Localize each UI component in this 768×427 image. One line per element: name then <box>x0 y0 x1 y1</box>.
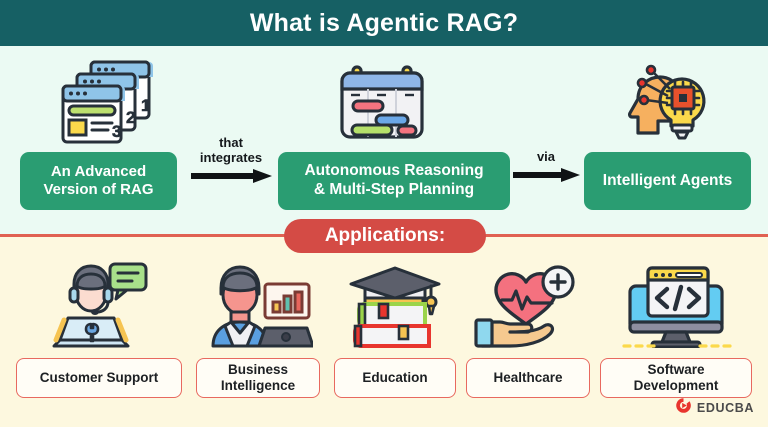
page-title: What is Agentic RAG? <box>249 8 519 37</box>
flow-node-reasoning[interactable]: Autonomous Reasoning & Multi-Step Planni… <box>278 152 510 210</box>
application-label-business-intelligence: Business Intelligence <box>196 358 320 398</box>
educba-play-circle-icon <box>675 397 692 419</box>
monitor-code-icon <box>618 262 734 348</box>
flow-node-agents[interactable]: Intelligent Agents <box>584 152 751 210</box>
svg-text:3: 3 <box>112 122 121 141</box>
application-label-software-development: Software Development <box>600 358 752 398</box>
flow-node-rag-label: An Advanced Version of RAG <box>43 162 154 198</box>
graduation-cap-books-icon <box>343 262 447 348</box>
brain-lightbulb-chip-icon <box>618 55 718 150</box>
svg-text:1: 1 <box>141 96 150 115</box>
applications-banner: Applications: <box>284 219 486 253</box>
application-label-healthcare: Healthcare <box>466 358 590 398</box>
hand-heart-pulse-icon <box>474 262 582 348</box>
flow-connector-1-label: that integrates <box>199 135 263 165</box>
flow-connector-2: via <box>510 149 582 182</box>
flow-node-agents-label: Intelligent Agents <box>602 171 733 189</box>
support-agent-headset-icon <box>44 262 154 348</box>
flow-node-reasoning-label: Autonomous Reasoning & Multi-Step Planni… <box>304 162 484 198</box>
application-label-education: Education <box>334 358 456 398</box>
stacked-documents-icon: 1 2 3 <box>58 58 162 149</box>
application-label-customer-support: Customer Support <box>16 358 182 398</box>
arrow-right-icon <box>186 168 276 183</box>
flow-connector-2-label: via <box>536 149 556 164</box>
applications-banner-label: Applications: <box>324 225 446 246</box>
application-card-customer-support[interactable]: Customer Support <box>16 262 182 398</box>
application-card-healthcare[interactable]: Healthcare <box>466 262 590 398</box>
application-card-business-intelligence[interactable]: Business Intelligence <box>196 262 320 398</box>
flow-node-rag[interactable]: An Advanced Version of RAG <box>20 152 177 210</box>
flow-connector-1: that integrates <box>186 135 276 183</box>
educba-logo[interactable]: EDUCBA <box>675 397 754 419</box>
header-bar: What is Agentic RAG? <box>0 0 768 46</box>
planning-board-icon <box>334 55 432 150</box>
application-card-software-development[interactable]: Software Development <box>600 262 752 398</box>
analyst-bar-chart-icon <box>203 262 313 348</box>
educba-logo-text: EDUCBA <box>696 401 754 415</box>
application-card-education[interactable]: Education <box>334 262 456 398</box>
arrow-right-icon <box>510 167 582 182</box>
svg-text:2: 2 <box>126 108 135 127</box>
